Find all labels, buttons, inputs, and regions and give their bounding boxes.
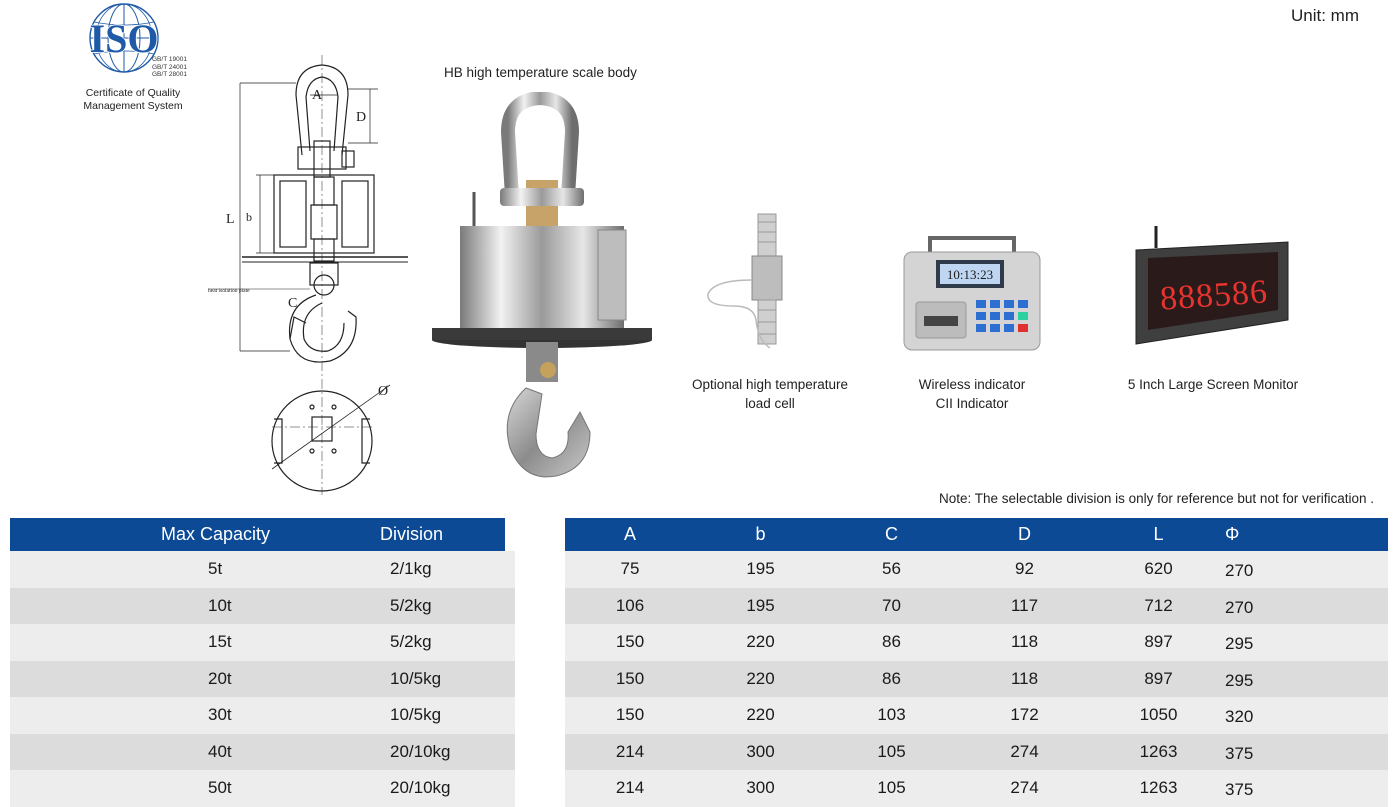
cell-l: 620: [1092, 551, 1225, 588]
cell-c: 86: [826, 624, 957, 661]
cell-b: 195: [695, 587, 826, 624]
cell-division: 10/5kg: [390, 660, 515, 697]
cell-phi: 375: [1225, 733, 1388, 770]
cell-phi: 270: [1225, 587, 1388, 624]
cell-phi: 320: [1225, 697, 1388, 734]
dim-b-label: b: [246, 210, 252, 224]
dim-phi-label: Ø: [378, 384, 388, 399]
cell-phi: 295: [1225, 660, 1388, 697]
monitor-display-text: 888586: [1159, 273, 1269, 317]
cell-phi: 270: [1225, 551, 1388, 588]
cell-a: 150: [565, 660, 695, 697]
dim-l-label: L: [226, 212, 235, 227]
cell-l: 1263: [1092, 733, 1225, 770]
cell-l: 712: [1092, 587, 1225, 624]
cell-division: 10/5kg: [390, 697, 515, 734]
cell-l: 1050: [1092, 697, 1225, 734]
cell-c: 86: [826, 660, 957, 697]
cell-a: 150: [565, 624, 695, 661]
note-text: Note: The selectable division is only fo…: [939, 491, 1374, 506]
cell-b: 220: [695, 660, 826, 697]
dim-a-label: A: [312, 88, 323, 103]
wireless-indicator-image: 10:13:23: [903, 236, 1041, 351]
cell-max-capacity: 50t: [10, 770, 434, 807]
cell-c: 70: [826, 587, 957, 624]
iso-certification: ISO GB/T 19001 GB/T 24001 GB/T 28001 Cer…: [70, 2, 210, 114]
cell-c: 56: [826, 551, 957, 588]
cell-division: 2/1kg: [390, 551, 515, 588]
table-header-row: Max Capacity Division A b C D L Φ: [10, 518, 1388, 551]
cell-max-capacity: 5t: [10, 551, 434, 588]
cell-d: 117: [957, 587, 1092, 624]
cell-l: 897: [1092, 660, 1225, 697]
technical-drawing: A D L b C Ø heat isolation plate: [208, 55, 408, 495]
cell-d: 172: [957, 697, 1092, 734]
large-screen-monitor-image: 888586: [1135, 226, 1289, 345]
cell-b: 300: [695, 733, 826, 770]
wireless-indicator-caption: Wireless indicator CII Indicator: [918, 377, 1026, 411]
cell-d: 274: [957, 770, 1092, 807]
cell-max-capacity: 20t: [10, 660, 434, 697]
cell-b: 220: [695, 697, 826, 734]
iso-caption: Certificate of Quality Management System: [83, 87, 183, 112]
cell-a: 150: [565, 697, 695, 734]
col-header-b: b: [695, 518, 826, 551]
cell-phi: 375: [1225, 770, 1388, 807]
cell-d: 118: [957, 660, 1092, 697]
cell-max-capacity: 40t: [10, 733, 434, 770]
cell-b: 300: [695, 770, 826, 807]
col-header-a: A: [565, 518, 695, 551]
cell-division: 20/10kg: [390, 733, 515, 770]
cell-d: 92: [957, 551, 1092, 588]
cell-c: 105: [826, 733, 957, 770]
cell-c: 103: [826, 697, 957, 734]
cell-l: 897: [1092, 624, 1225, 661]
load-cell-caption: Optional high temperature load cell: [691, 377, 849, 411]
scale-body-caption: HB high temperature scale body: [444, 65, 637, 80]
dim-d-label: D: [356, 110, 366, 125]
cell-max-capacity: 15t: [10, 624, 434, 661]
col-header-d: D: [957, 518, 1092, 551]
cell-division: 5/2kg: [390, 587, 515, 624]
iso-standard-list: GB/T 19001 GB/T 24001 GB/T 28001: [152, 56, 187, 79]
cell-b: 195: [695, 551, 826, 588]
cell-a: 75: [565, 551, 695, 588]
cell-division: 20/10kg: [390, 770, 515, 807]
crane-scale-image: [432, 92, 652, 478]
col-header-max-capacity: Max Capacity: [10, 518, 434, 551]
col-header-c: C: [826, 518, 957, 551]
cell-d: 274: [957, 733, 1092, 770]
cell-division: 5/2kg: [390, 624, 515, 661]
cell-a: 106: [565, 587, 695, 624]
cell-c: 105: [826, 770, 957, 807]
col-header-division: Division: [380, 518, 505, 551]
heat-plate-label: heat isolation plate: [208, 288, 250, 294]
indicator-display-text: 10:13:23: [947, 267, 993, 282]
unit-label: Unit: mm: [1291, 6, 1359, 25]
cell-d: 118: [957, 624, 1092, 661]
col-header-phi: Φ: [1225, 518, 1388, 551]
cell-max-capacity: 30t: [10, 697, 434, 734]
monitor-caption: 5 Inch Large Screen Monitor: [1127, 377, 1299, 392]
cell-a: 214: [565, 733, 695, 770]
cell-max-capacity: 10t: [10, 587, 434, 624]
svg-text:ISO: ISO: [90, 16, 159, 61]
dim-c-label: C: [288, 296, 297, 311]
col-header-l: L: [1092, 518, 1225, 551]
cell-a: 214: [565, 770, 695, 807]
cell-b: 220: [695, 624, 826, 661]
load-cell-image: [707, 213, 783, 349]
cell-phi: 295: [1225, 624, 1388, 661]
iso-globe-logo-icon: ISO: [89, 3, 159, 73]
cell-l: 1263: [1092, 770, 1225, 807]
